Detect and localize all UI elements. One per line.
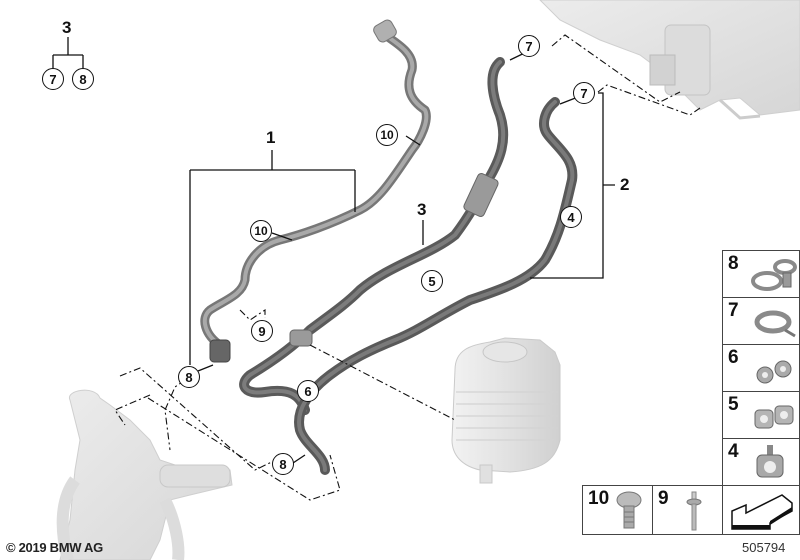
- callout-10-upper: 10: [376, 124, 398, 146]
- screw-icon: [616, 491, 642, 529]
- callout-7-lower: 7: [573, 82, 595, 104]
- callout-8: 8: [72, 68, 94, 90]
- coolant-hoses: [200, 19, 578, 475]
- expansion-tank: [451, 337, 561, 484]
- double-pipe-holder-icon: [756, 360, 792, 384]
- callout-5: 5: [421, 270, 443, 292]
- legend-direction: [722, 485, 800, 535]
- callout-10-lower: 10: [250, 220, 272, 242]
- legend-item-10: 10: [582, 485, 653, 535]
- callout-8-upper: 8: [178, 366, 200, 388]
- callout-8-lower: 8: [272, 453, 294, 475]
- callout-7-upper: 7: [518, 35, 540, 57]
- legend-item-4: 4: [722, 438, 800, 486]
- hose-clamp-icon: [754, 310, 796, 338]
- double-holder-clip-icon: [754, 405, 794, 429]
- legend-item-7: 7: [722, 297, 800, 345]
- assembly-label-1: 1: [266, 128, 276, 147]
- callout-4: 4: [560, 206, 582, 228]
- legend-item-5: 5: [722, 391, 800, 439]
- legend-item-9: 9: [652, 485, 723, 535]
- legend-item-6: 6: [722, 344, 800, 392]
- single-holder-clip-icon: [756, 445, 784, 478]
- callout-6: 6: [297, 380, 319, 402]
- copyright-notice: © 2019 BMW AG: [6, 540, 103, 555]
- rivet-icon: [686, 491, 702, 531]
- connection-lines: [114, 34, 701, 501]
- group-label: 3: [62, 18, 72, 37]
- callout-9: 9: [251, 320, 273, 342]
- double-hose-clamp-icon: [751, 259, 797, 291]
- assembly-label-2: 2: [620, 175, 630, 194]
- legend-item-8: 8: [722, 250, 800, 298]
- heater-core-housing-ghost: [539, 0, 800, 120]
- electric-coolant-pump-ghost: [56, 389, 233, 560]
- assembly-label-3: 3: [417, 200, 427, 219]
- callout-7: 7: [42, 68, 64, 90]
- front-direction-arrow-icon: [731, 494, 793, 530]
- diagram-id: 505794: [742, 540, 786, 555]
